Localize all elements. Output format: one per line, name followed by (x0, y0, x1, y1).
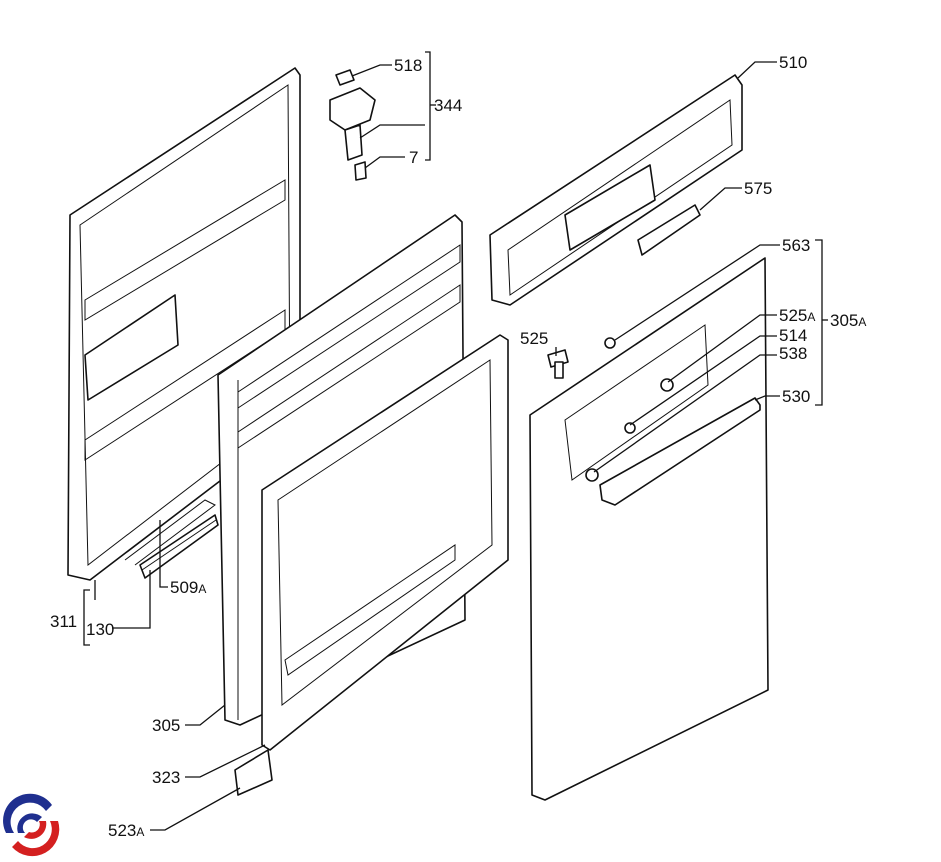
outer-door (529, 257, 769, 801)
control-panel (489, 74, 743, 306)
label-525a: 525A (779, 306, 815, 325)
leader-lines (83, 51, 828, 831)
part-labels: 518 344 7 510 575 563 525A 305A 525 514 … (50, 53, 866, 840)
label-509a: 509A (170, 578, 206, 597)
label-575: 575 (744, 179, 772, 198)
label-530: 530 (782, 387, 810, 406)
label-563: 563 (782, 236, 810, 255)
label-7: 7 (409, 148, 418, 167)
label-323: 323 (152, 768, 180, 787)
screw (547, 349, 569, 379)
label-305a: 305A (830, 311, 866, 330)
label-514: 514 (779, 326, 807, 345)
label-525: 525 (520, 329, 548, 348)
hinge-assembly (329, 69, 376, 181)
label-538: 538 (779, 344, 807, 363)
label-130: 130 (86, 620, 114, 639)
label-344: 344 (434, 96, 462, 115)
label-523a: 523A (108, 821, 144, 840)
label-510: 510 (779, 53, 807, 72)
bottom-bracket (234, 749, 273, 796)
label-518: 518 (394, 56, 422, 75)
inner-frame (261, 334, 509, 751)
brand-logo (3, 793, 60, 857)
label-305: 305 (152, 716, 180, 735)
label-311: 311 (50, 612, 77, 631)
